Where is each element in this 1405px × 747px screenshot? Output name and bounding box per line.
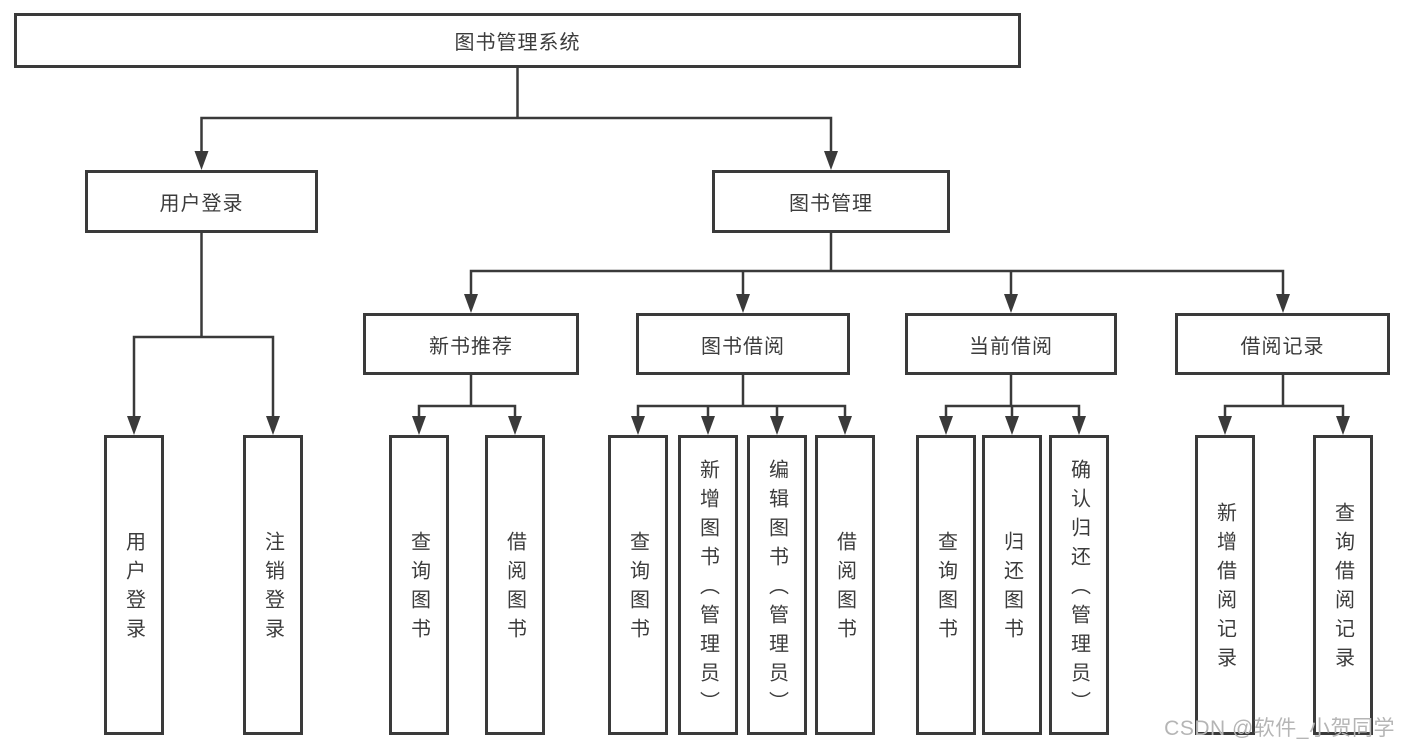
leaf-add-borrow-record: 新增借阅记录 bbox=[1195, 435, 1255, 735]
arrow-down-icon bbox=[508, 416, 522, 435]
node-label: 图书借阅 bbox=[701, 335, 785, 358]
leaf-query-books-recommend: 查询图书 bbox=[389, 435, 449, 735]
arrow-down-icon bbox=[1276, 294, 1290, 313]
node-label: 图书管理 bbox=[789, 193, 873, 215]
node-label: 用户登录 bbox=[122, 531, 145, 647]
node-borrowing-records: 借阅记录 bbox=[1175, 313, 1390, 375]
node-label: 注销登录 bbox=[261, 531, 284, 647]
node-book-management-branch: 图书管理 bbox=[712, 170, 950, 233]
leaf-borrow-books-recommend: 借阅图书 bbox=[485, 435, 545, 735]
node-label: 查询图书 bbox=[934, 531, 957, 647]
node-label: 确认归还（管理员） bbox=[1067, 458, 1090, 720]
node-label: 查询图书 bbox=[407, 531, 430, 647]
node-label: 编辑图书（管理员） bbox=[765, 458, 788, 720]
node-current-borrowing: 当前借阅 bbox=[905, 313, 1117, 375]
node-root-system: 图书管理系统 bbox=[14, 13, 1021, 68]
node-label: 新书推荐 bbox=[429, 335, 513, 358]
arrow-down-icon bbox=[464, 294, 478, 313]
node-label: 借阅图书 bbox=[833, 531, 856, 647]
connector-paths bbox=[132, 66, 1345, 420]
arrow-down-icon bbox=[266, 416, 280, 435]
node-label: 当前借阅 bbox=[969, 335, 1053, 358]
node-book-borrowing: 图书借阅 bbox=[636, 313, 850, 375]
arrow-down-icon bbox=[701, 416, 715, 435]
node-label: 用户登录 bbox=[159, 193, 244, 215]
leaf-borrow-books: 借阅图书 bbox=[815, 435, 875, 735]
node-label: 新增图书（管理员） bbox=[696, 458, 719, 720]
node-label: 图书管理系统 bbox=[454, 32, 581, 54]
arrow-down-icon bbox=[736, 294, 750, 313]
arrow-down-icon bbox=[1072, 416, 1086, 435]
leaf-logout: 注销登录 bbox=[243, 435, 303, 735]
leaf-add-books-admin: 新增图书（管理员） bbox=[678, 435, 738, 735]
csdn-watermark: CSDN @软件_小贺同学 bbox=[1164, 717, 1395, 740]
leaf-return-books: 归还图书 bbox=[982, 435, 1042, 735]
leaf-user-login: 用户登录 bbox=[104, 435, 164, 735]
node-user-login-branch: 用户登录 bbox=[85, 170, 318, 233]
arrow-down-icon bbox=[770, 416, 784, 435]
arrow-down-icon bbox=[1005, 416, 1019, 435]
arrow-down-icon bbox=[838, 416, 852, 435]
arrow-down-icon bbox=[1218, 416, 1232, 435]
arrow-down-icon bbox=[127, 416, 141, 435]
arrow-down-icon bbox=[631, 416, 645, 435]
node-label: 借阅记录 bbox=[1240, 335, 1325, 358]
arrow-down-icon bbox=[1336, 416, 1350, 435]
arrow-down-icon bbox=[939, 416, 953, 435]
leaf-query-borrow-record: 查询借阅记录 bbox=[1313, 435, 1373, 735]
leaf-edit-books-admin: 编辑图书（管理员） bbox=[747, 435, 807, 735]
node-label: 借阅图书 bbox=[503, 531, 526, 647]
arrow-down-icon bbox=[412, 416, 426, 435]
arrow-down-icon bbox=[1004, 294, 1018, 313]
node-label: 归还图书 bbox=[1000, 531, 1023, 647]
node-label: 新增借阅记录 bbox=[1213, 502, 1236, 676]
arrow-down-icon bbox=[194, 151, 209, 170]
leaf-confirm-return-admin: 确认归还（管理员） bbox=[1049, 435, 1109, 735]
leaf-query-books-current: 查询图书 bbox=[916, 435, 976, 735]
leaf-query-books-borrow: 查询图书 bbox=[608, 435, 668, 735]
arrow-down-icon bbox=[824, 151, 838, 170]
arrowhead-icons bbox=[127, 151, 1350, 435]
node-new-book-recommend: 新书推荐 bbox=[363, 313, 579, 375]
node-label: 查询图书 bbox=[626, 531, 649, 647]
node-label: 查询借阅记录 bbox=[1331, 502, 1354, 676]
